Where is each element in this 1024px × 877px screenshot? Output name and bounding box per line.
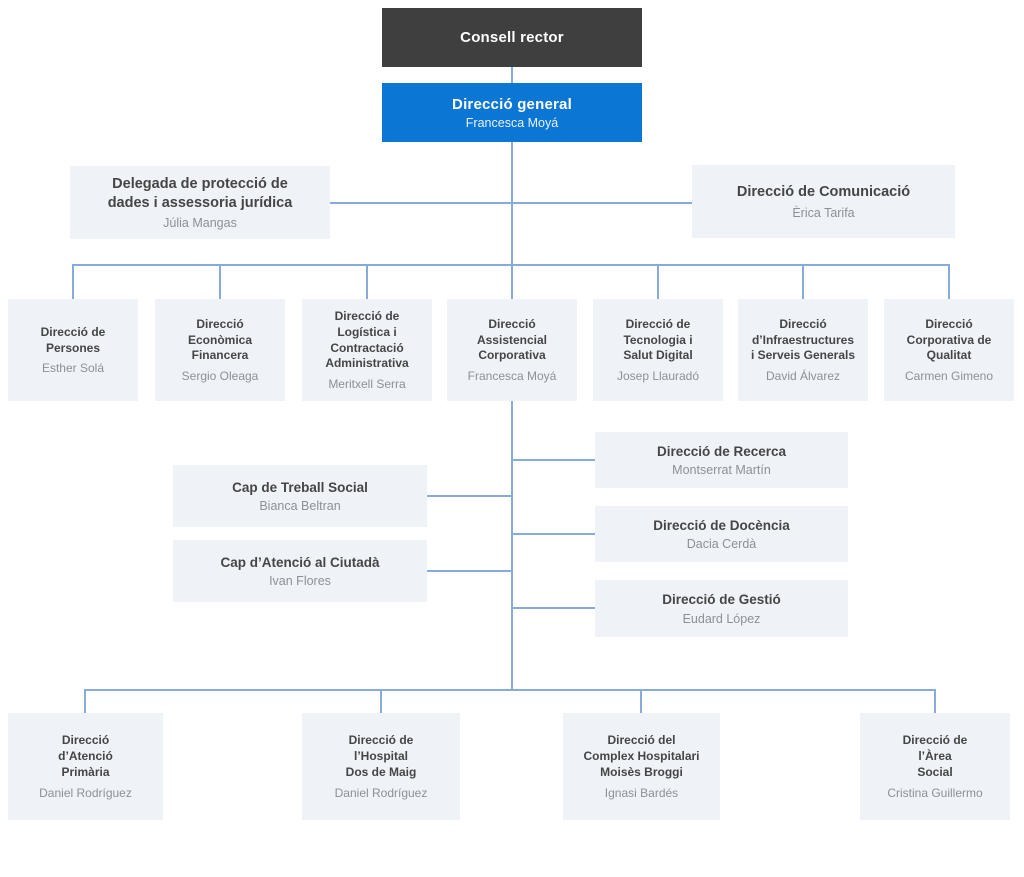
- node-person-name: Ivan Flores: [269, 574, 331, 589]
- node-person-name: Daniel Rodríguez: [334, 785, 428, 800]
- node-title: Direcció d’Atenció Primària: [58, 733, 113, 779]
- org-node-direccio-comunicacio: Direcció de Comunicació Èrica Tarifa: [692, 165, 955, 238]
- connector-stub-tecnologia: [657, 264, 659, 299]
- node-title: Direcció de Logística i Contractació Adm…: [325, 308, 409, 371]
- node-title: Direcció d’Infraestructures i Serveis Ge…: [750, 316, 856, 363]
- node-title: Direcció de Recerca: [656, 443, 787, 459]
- node-person-name: Èrica Tarifa: [792, 205, 855, 220]
- node-person-name: Ignasi Bardés: [604, 785, 679, 800]
- connector-stub-dosmaig: [380, 689, 382, 713]
- org-node-direccio-gestio: Direcció de Gestió Eudard López: [595, 580, 848, 637]
- org-node-direccio-recerca: Direcció de Recerca Montserrat Martín: [595, 432, 848, 488]
- connector-assistencial-trunk: [511, 401, 513, 691]
- connector-stub-assistencial: [511, 264, 513, 299]
- org-node-consell-rector: Consell rector: [382, 8, 642, 67]
- node-title: Direcció general: [452, 95, 572, 113]
- node-title: Direcció de l’Hospital Dos de Maig: [345, 733, 417, 779]
- node-title: Direcció de Gestió: [662, 592, 781, 608]
- connector-stub-persones: [72, 264, 74, 299]
- connector-branch-docencia: [512, 533, 595, 535]
- node-title: Cap de Treball Social: [232, 479, 368, 495]
- node-title: Delegada de protecció de dades i assesso…: [107, 175, 293, 211]
- connector-stub-areasocial: [934, 689, 936, 713]
- org-node-direccio-assistencial-corporativa: Direcció Assistencial Corporativa France…: [447, 299, 577, 401]
- org-node-direccio-area-social: Direcció de l’Àrea Social Cristina Guill…: [860, 713, 1010, 820]
- node-title: Direcció Econòmica Financera: [187, 316, 253, 363]
- node-person-name: Carmen Gimeno: [904, 369, 994, 384]
- connector-branch-treball: [427, 495, 512, 497]
- org-node-cap-atencio-ciutada: Cap d’Atenció al Ciutadà Ivan Flores: [173, 540, 427, 602]
- node-title: Direcció de Persones: [40, 324, 106, 355]
- connector-comunicacio: [512, 202, 692, 204]
- org-node-direccio-infraestructures-serveis: Direcció d’Infraestructures i Serveis Ge…: [738, 299, 868, 401]
- org-node-direccio-logistica-contractacio: Direcció de Logística i Contractació Adm…: [302, 299, 432, 401]
- node-person-name: Josep Llauradó: [616, 369, 700, 384]
- org-node-direccio-persones: Direcció de Persones Esther Solá: [8, 299, 138, 401]
- org-node-direccio-atencio-primaria: Direcció d’Atenció Primària Daniel Rodrí…: [8, 713, 163, 820]
- connector-branch-gestio: [512, 607, 595, 609]
- node-person-name: Júlia Mangas: [163, 216, 237, 231]
- org-node-direccio-complex-moises-broggi: Direcció del Complex Hospitalari Moisès …: [563, 713, 720, 820]
- connector-stub-infraestructures: [802, 264, 804, 299]
- org-node-cap-treball-social: Cap de Treball Social Bianca Beltran: [173, 465, 427, 527]
- org-node-direccio-hospital-dos-de-maig: Direcció de l’Hospital Dos de Maig Danie…: [302, 713, 460, 820]
- node-person-name: David Álvarez: [765, 369, 841, 384]
- connector-branch-recerca: [512, 459, 595, 461]
- connector-stub-qualitat: [948, 264, 950, 299]
- connector-stub-logistica: [366, 264, 368, 299]
- org-node-delegada-proteccio-dades: Delegada de protecció de dades i assesso…: [70, 166, 330, 239]
- org-node-direccio-corporativa-qualitat: Direcció Corporativa de Qualitat Carmen …: [884, 299, 1014, 401]
- node-person-name: Cristina Guillermo: [887, 785, 983, 800]
- node-person-name: Esther Solá: [41, 361, 105, 376]
- node-title: Direcció de Docència: [653, 517, 790, 533]
- connector-consell-general: [511, 67, 513, 83]
- node-person-name: Meritxell Serra: [328, 377, 406, 392]
- connector-stub-primaria: [84, 689, 86, 713]
- node-title: Cap d’Atenció al Ciutadà: [220, 554, 380, 570]
- connector-bottom-horizontal: [84, 689, 936, 691]
- node-title: Consell rector: [460, 28, 564, 46]
- node-title: Direcció de Comunicació: [736, 184, 911, 201]
- node-person-name: Montserrat Martín: [672, 463, 771, 478]
- node-person-name: Daniel Rodríguez: [39, 785, 132, 800]
- connector-stub-broggi: [640, 689, 642, 713]
- node-title: Direcció de l’Àrea Social: [902, 733, 968, 779]
- node-title: Direcció de Tecnologia i Salut Digital: [623, 316, 693, 363]
- node-person-name: Dacia Cerdà: [686, 537, 757, 552]
- org-node-direccio-economica-financera: Direcció Econòmica Financera Sergio Olea…: [155, 299, 285, 401]
- node-title: Direcció Assistencial Corporativa: [476, 316, 548, 363]
- connector-delegada: [330, 202, 512, 204]
- node-title: Direcció Corporativa de Qualitat: [906, 316, 992, 363]
- org-node-direccio-tecnologia-salut-digital: Direcció de Tecnologia i Salut Digital J…: [593, 299, 723, 401]
- node-person-name: Bianca Beltran: [259, 499, 341, 514]
- node-person-name: Eudard López: [682, 611, 761, 626]
- node-person-name: Francesca Moyá: [467, 369, 557, 384]
- org-node-direccio-docencia: Direcció de Docència Dacia Cerdà: [595, 506, 848, 562]
- connector-branch-atencio: [427, 570, 512, 572]
- connector-stub-economica: [219, 264, 221, 299]
- node-person-name: Sergio Oleaga: [181, 369, 259, 384]
- node-title: Direcció del Complex Hospitalari Moisès …: [583, 733, 700, 779]
- node-person-name: Francesca Moyá: [465, 116, 559, 131]
- org-node-direccio-general: Direcció general Francesca Moyá: [382, 83, 642, 142]
